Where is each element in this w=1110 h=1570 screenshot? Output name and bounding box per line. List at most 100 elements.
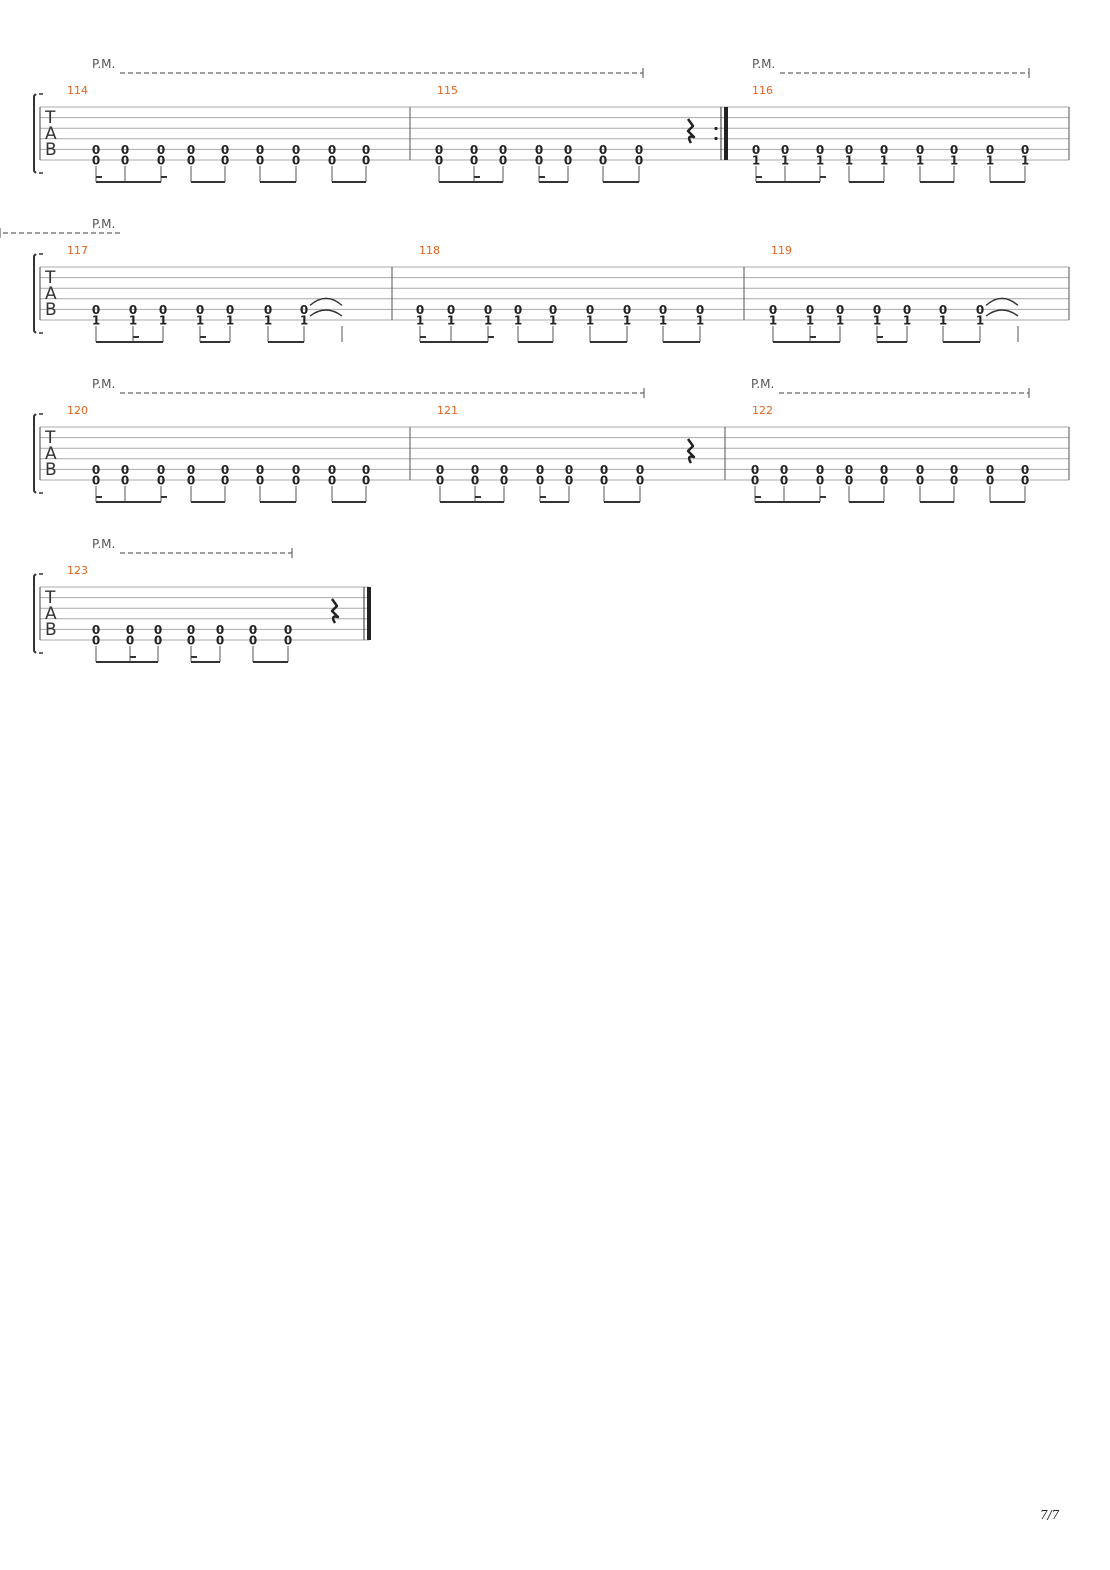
fret-number: 0	[416, 303, 424, 317]
fret-number: 1	[623, 314, 631, 328]
fret-number: 0	[806, 303, 814, 317]
measure-number: 119	[771, 244, 792, 257]
fret-number: 0	[292, 474, 300, 488]
fret-number: 1	[226, 314, 234, 328]
fret-number: 0	[470, 143, 478, 157]
fret-number: 1	[873, 314, 881, 328]
fret-number: 0	[284, 623, 292, 637]
measure-number: 117	[67, 244, 88, 257]
fret-number: 0	[484, 303, 492, 317]
tab-clef-letter: A	[45, 604, 57, 624]
fret-number: 0	[129, 303, 137, 317]
fret-number: 0	[216, 634, 224, 648]
fret-number: 0	[154, 623, 162, 637]
tie-arc	[309, 309, 343, 317]
fret-number: 0	[362, 154, 370, 168]
fret-number: 0	[221, 143, 229, 157]
measure-number: 121	[437, 404, 458, 417]
palm-mute-label: P.M.	[92, 57, 115, 71]
fret-number: 0	[362, 463, 370, 477]
fret-number: 0	[600, 474, 608, 488]
fret-number: 0	[256, 143, 264, 157]
fret-number: 0	[916, 474, 924, 488]
fret-number: 0	[157, 463, 165, 477]
fret-number: 0	[216, 623, 224, 637]
system-bracket	[33, 93, 37, 174]
fret-number: 0	[92, 634, 100, 648]
fret-number: 0	[599, 154, 607, 168]
fret-number: 1	[939, 314, 947, 328]
tie-arc	[985, 309, 1019, 317]
fret-number: 0	[447, 303, 455, 317]
fret-number: 0	[187, 143, 195, 157]
tab-system: TAB1170101010101010111801010101010101010…	[0, 217, 1070, 343]
measure-number: 115	[437, 84, 458, 97]
fret-number: 0	[121, 463, 129, 477]
fret-number: 0	[939, 303, 947, 317]
fret-number: 0	[780, 474, 788, 488]
tab-clef-letter: B	[45, 460, 57, 480]
fret-number: 0	[950, 143, 958, 157]
fret-number: 0	[845, 474, 853, 488]
fret-number: 0	[292, 463, 300, 477]
fret-number: 0	[816, 474, 824, 488]
palm-mute-label: P.M.	[92, 537, 115, 551]
repeat-dot	[714, 126, 718, 131]
fret-number: 0	[565, 463, 573, 477]
fret-number: 0	[499, 154, 507, 168]
tab-clef-letter: B	[45, 140, 57, 160]
tab-clef-letter: A	[45, 284, 57, 304]
fret-number: 1	[159, 314, 167, 328]
fret-number: 0	[196, 303, 204, 317]
fret-number: 0	[157, 143, 165, 157]
fret-number: 0	[264, 303, 272, 317]
fret-number: 0	[221, 474, 229, 488]
fret-number: 1	[845, 154, 853, 168]
tab-clef-letter: A	[45, 444, 57, 464]
fret-number: 0	[696, 303, 704, 317]
fret-number: 1	[447, 314, 455, 328]
fret-number: 0	[471, 474, 479, 488]
fret-number: 0	[226, 303, 234, 317]
system-bracket	[33, 573, 37, 654]
fret-number: 1	[696, 314, 704, 328]
fret-number: 0	[221, 463, 229, 477]
fret-number: 0	[636, 474, 644, 488]
quarter-rest	[686, 438, 696, 464]
fret-number: 0	[328, 463, 336, 477]
tab-system: TAB1200000000000000000001210000000000000…	[33, 377, 1070, 503]
fret-number: 0	[536, 463, 544, 477]
fret-number: 0	[880, 143, 888, 157]
fret-number: 0	[836, 303, 844, 317]
fret-number: 0	[157, 154, 165, 168]
fret-number: 0	[92, 623, 100, 637]
fret-number: 1	[816, 154, 824, 168]
fret-number: 0	[500, 463, 508, 477]
fret-number: 0	[600, 463, 608, 477]
fret-number: 0	[300, 303, 308, 317]
fret-number: 0	[780, 463, 788, 477]
fret-number: 0	[157, 474, 165, 488]
fret-number: 1	[903, 314, 911, 328]
fret-number: 0	[92, 303, 100, 317]
fret-number: 0	[816, 463, 824, 477]
fret-number: 0	[126, 634, 134, 648]
fret-number: 0	[256, 474, 264, 488]
fret-number: 0	[471, 463, 479, 477]
fret-number: 1	[264, 314, 272, 328]
fret-number: 0	[751, 463, 759, 477]
fret-number: 0	[154, 634, 162, 648]
fret-number: 1	[92, 314, 100, 328]
fret-number: 0	[187, 474, 195, 488]
fret-number: 0	[565, 474, 573, 488]
fret-number: 0	[436, 474, 444, 488]
quarter-rest	[330, 598, 340, 624]
system-bracket	[33, 413, 37, 494]
repeat-dot	[714, 136, 718, 141]
fret-number: 0	[121, 143, 129, 157]
tab-system: TAB1140000000000000000001150000000000000…	[33, 57, 1070, 183]
fret-number: 0	[121, 154, 129, 168]
tab-clef-letter: T	[44, 268, 56, 288]
fret-number: 0	[659, 303, 667, 317]
